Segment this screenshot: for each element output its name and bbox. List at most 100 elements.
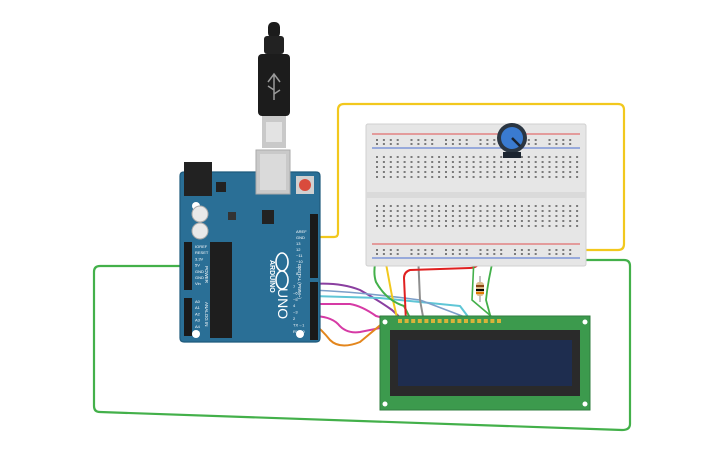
wire-magenta-1: [311, 303, 399, 323]
potentiometer[interactable]: [497, 123, 527, 158]
resistor[interactable]: [476, 276, 484, 302]
section-power-label: POWER: [204, 266, 209, 284]
microcontroller-chip: [210, 242, 232, 338]
breadboard-hole: [396, 225, 399, 227]
breadboard-hole: [507, 176, 510, 178]
breadboard-hole: [527, 156, 530, 158]
breadboard-hole: [576, 171, 579, 173]
breadboard-hole: [534, 176, 537, 178]
arduino-logo: [275, 252, 289, 290]
analog-pin-label: A3: [195, 318, 201, 323]
breadboard-hole: [376, 225, 378, 227]
breadboard-hole: [376, 215, 378, 217]
breadboard-hole: [527, 161, 530, 163]
breadboard-hole: [451, 205, 454, 207]
breadboard-hole: [569, 205, 572, 207]
breadboard-hole: [472, 166, 475, 168]
breadboard-hole: [562, 176, 565, 178]
breadboard-hole: [410, 161, 413, 163]
breadboard-hole: [451, 249, 454, 251]
lcd-pin[interactable]: [431, 319, 435, 323]
breadboard-hole: [520, 171, 523, 173]
breadboard-hole: [410, 225, 413, 227]
breadboard-hole: [486, 253, 489, 255]
breadboard-hole: [424, 225, 427, 227]
lcd-pin[interactable]: [457, 319, 462, 323]
breadboard-hole: [465, 205, 468, 207]
breadboard-hole: [500, 215, 503, 217]
lcd-pin[interactable]: [404, 319, 409, 323]
breadboard-hole: [479, 225, 482, 227]
lcd-pin[interactable]: [490, 319, 495, 323]
breadboard-hole: [486, 249, 489, 251]
breadboard-hole: [445, 220, 447, 222]
breadboard-hole: [417, 249, 420, 251]
breadboard-hole: [382, 220, 385, 222]
breadboard-hole: [403, 156, 406, 158]
breadboard-hole: [493, 176, 496, 178]
breadboard[interactable]: [365, 123, 587, 267]
breadboard-hole: [548, 220, 551, 222]
breadboard-hole: [534, 220, 537, 222]
breadboard-hole: [479, 220, 482, 222]
lcd-pin[interactable]: [411, 319, 416, 323]
breadboard-hole: [472, 205, 475, 207]
lcd-pin[interactable]: [398, 319, 402, 323]
lcd-pin[interactable]: [444, 319, 449, 323]
lcd-display[interactable]: [379, 315, 591, 411]
breadboard-hole: [389, 215, 392, 217]
breadboard-hole: [396, 205, 399, 207]
breadboard-hole: [465, 143, 468, 145]
breadboard-hole: [541, 225, 544, 227]
breadboard-hole: [424, 210, 427, 212]
breadboard-hole: [424, 156, 427, 158]
arduino-uno-board[interactable]: IOREFRESET3.3V5VGNDGNDVinA0A1A2A3A4A5ARE…: [179, 149, 321, 343]
breadboard-hole: [541, 205, 544, 207]
breadboard-hole: [479, 161, 482, 163]
breadboard-hole: [417, 156, 420, 158]
breadboard-hole: [493, 210, 496, 212]
breadboard-hole: [431, 139, 434, 141]
breadboard-hole: [389, 171, 392, 173]
breadboard-hole: [479, 253, 482, 255]
breadboard-hole: [458, 143, 461, 145]
lcd-pin[interactable]: [483, 319, 488, 323]
breadboard-hole: [500, 176, 503, 178]
breadboard-hole: [569, 176, 572, 178]
lcd-pin[interactable]: [464, 319, 468, 323]
lcd-pin[interactable]: [470, 319, 475, 323]
breadboard-hole: [438, 225, 441, 227]
breadboard-hole: [451, 215, 454, 217]
power-pin-label: RESET: [195, 250, 209, 255]
breadboard-hole: [382, 166, 385, 168]
lcd-pin[interactable]: [417, 319, 422, 323]
breadboard-hole: [458, 215, 461, 217]
breadboard-hole: [445, 166, 447, 168]
breadboard-hole: [417, 161, 420, 163]
breadboard-hole: [438, 156, 441, 158]
breadboard-hole: [424, 143, 427, 145]
breadboard-hole: [472, 171, 475, 173]
reset-button[interactable]: [296, 176, 314, 194]
breadboard-hole: [465, 210, 468, 212]
usb-cable[interactable]: [258, 22, 290, 148]
breadboard-hole: [382, 156, 385, 158]
lcd-screen: [398, 340, 572, 386]
lcd-pin[interactable]: [450, 319, 455, 323]
breadboard-hole: [555, 171, 558, 173]
breadboard-hole: [555, 139, 558, 141]
lcd-pin[interactable]: [424, 319, 429, 323]
breadboard-hole: [472, 220, 475, 222]
digital-header-bottom: [310, 282, 318, 340]
breadboard-hole: [527, 143, 530, 145]
lcd-pin[interactable]: [437, 319, 442, 323]
breadboard-hole: [534, 249, 537, 251]
breadboard-hole: [569, 225, 572, 227]
breadboard-hole: [451, 156, 454, 158]
lcd-pin[interactable]: [477, 319, 482, 323]
breadboard-hole: [431, 210, 434, 212]
breadboard-hole: [445, 171, 447, 173]
breadboard-hole: [520, 176, 523, 178]
lcd-pin[interactable]: [497, 319, 501, 323]
breadboard-hole: [417, 143, 420, 145]
